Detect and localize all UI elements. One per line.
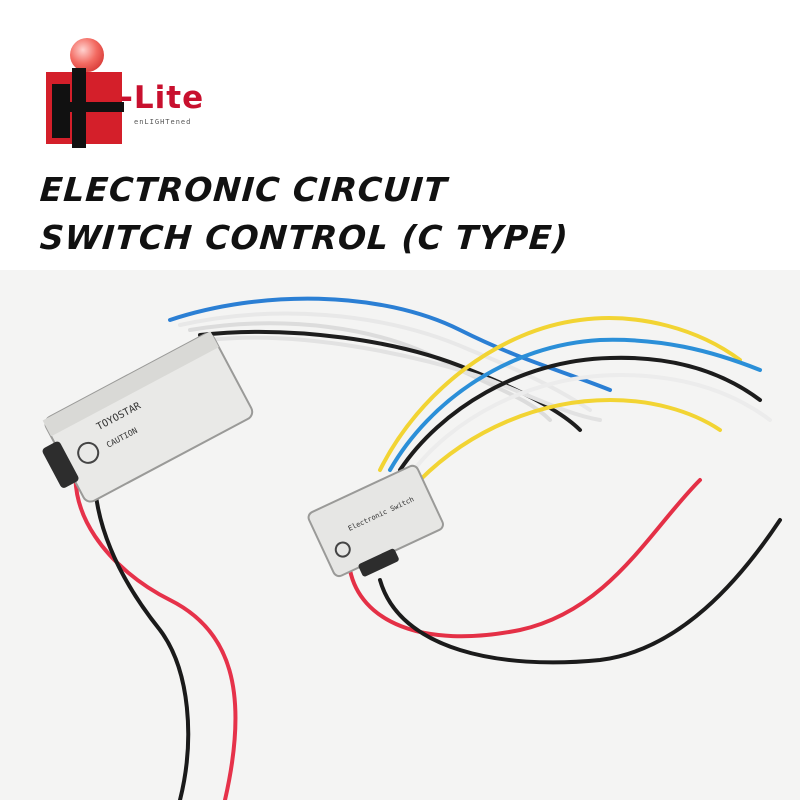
- logo-wordmark: -Lite: [120, 80, 205, 116]
- logo-ball-icon: [70, 38, 104, 72]
- brand-logo: -Lite enLIGHTened: [40, 38, 220, 148]
- title-line-2: SWITCH CONTROL (C TYPE): [38, 218, 571, 257]
- logo-mark: [46, 68, 124, 148]
- title-line-1: ELECTRONIC CIRCUIT: [38, 170, 449, 209]
- logo-tagline: enLIGHTened: [134, 118, 192, 126]
- product-photo: TOYOSTAR CAUTION Electronic Switch: [0, 270, 800, 800]
